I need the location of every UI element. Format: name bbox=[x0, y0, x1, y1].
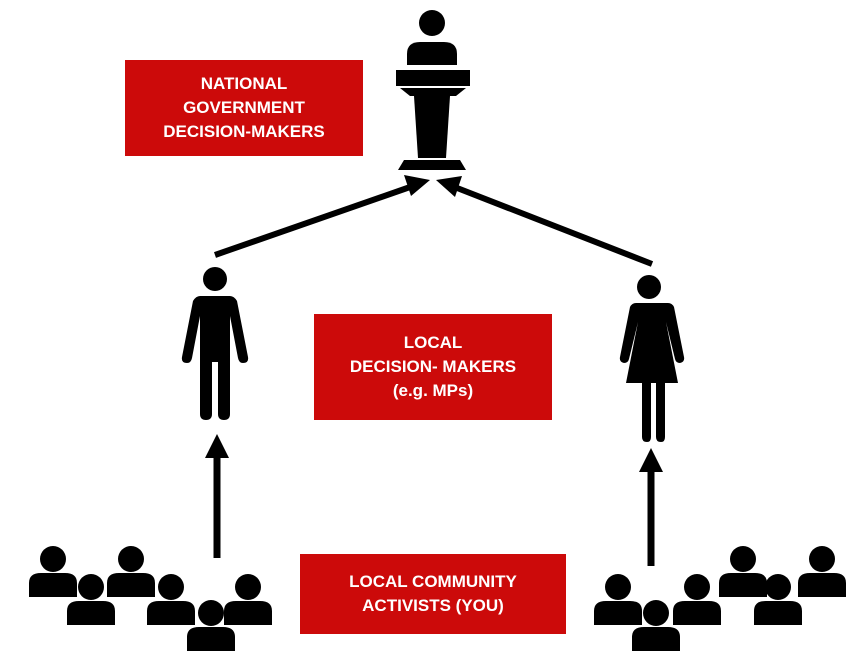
local-label-line-2: DECISION- MAKERS bbox=[349, 357, 517, 376]
arrow-crowd-to-woman bbox=[639, 448, 663, 566]
crowd-icon-right bbox=[594, 546, 846, 651]
arrow-crowd-to-man bbox=[205, 434, 229, 558]
national-label-line-3: DECISION-MAKERS bbox=[163, 122, 325, 141]
local-label-line-1: LOCAL bbox=[403, 333, 463, 352]
woman-icon bbox=[619, 275, 685, 442]
podium-speaker-icon bbox=[396, 10, 470, 170]
arrow-man-to-national bbox=[214, 175, 430, 258]
national-label-line-1: NATIONAL bbox=[200, 74, 288, 93]
community-label-line-2: ACTIVISTS (YOU) bbox=[362, 596, 504, 615]
community-label-line-1: LOCAL COMMUNITY bbox=[349, 572, 517, 591]
arrow-woman-to-national bbox=[436, 176, 654, 267]
man-icon bbox=[181, 267, 249, 420]
crowd-icon-left bbox=[29, 546, 272, 651]
local-community-activists-label: LOCAL COMMUNITY ACTIVISTS (YOU) bbox=[300, 554, 566, 634]
national-government-label: NATIONAL GOVERNMENT DECISION-MAKERS bbox=[125, 60, 363, 156]
national-label-line-2: GOVERNMENT bbox=[183, 98, 305, 117]
local-decision-makers-label: LOCAL DECISION- MAKERS (e.g. MPs) bbox=[314, 314, 552, 420]
local-label-line-3: (e.g. MPs) bbox=[392, 381, 474, 400]
